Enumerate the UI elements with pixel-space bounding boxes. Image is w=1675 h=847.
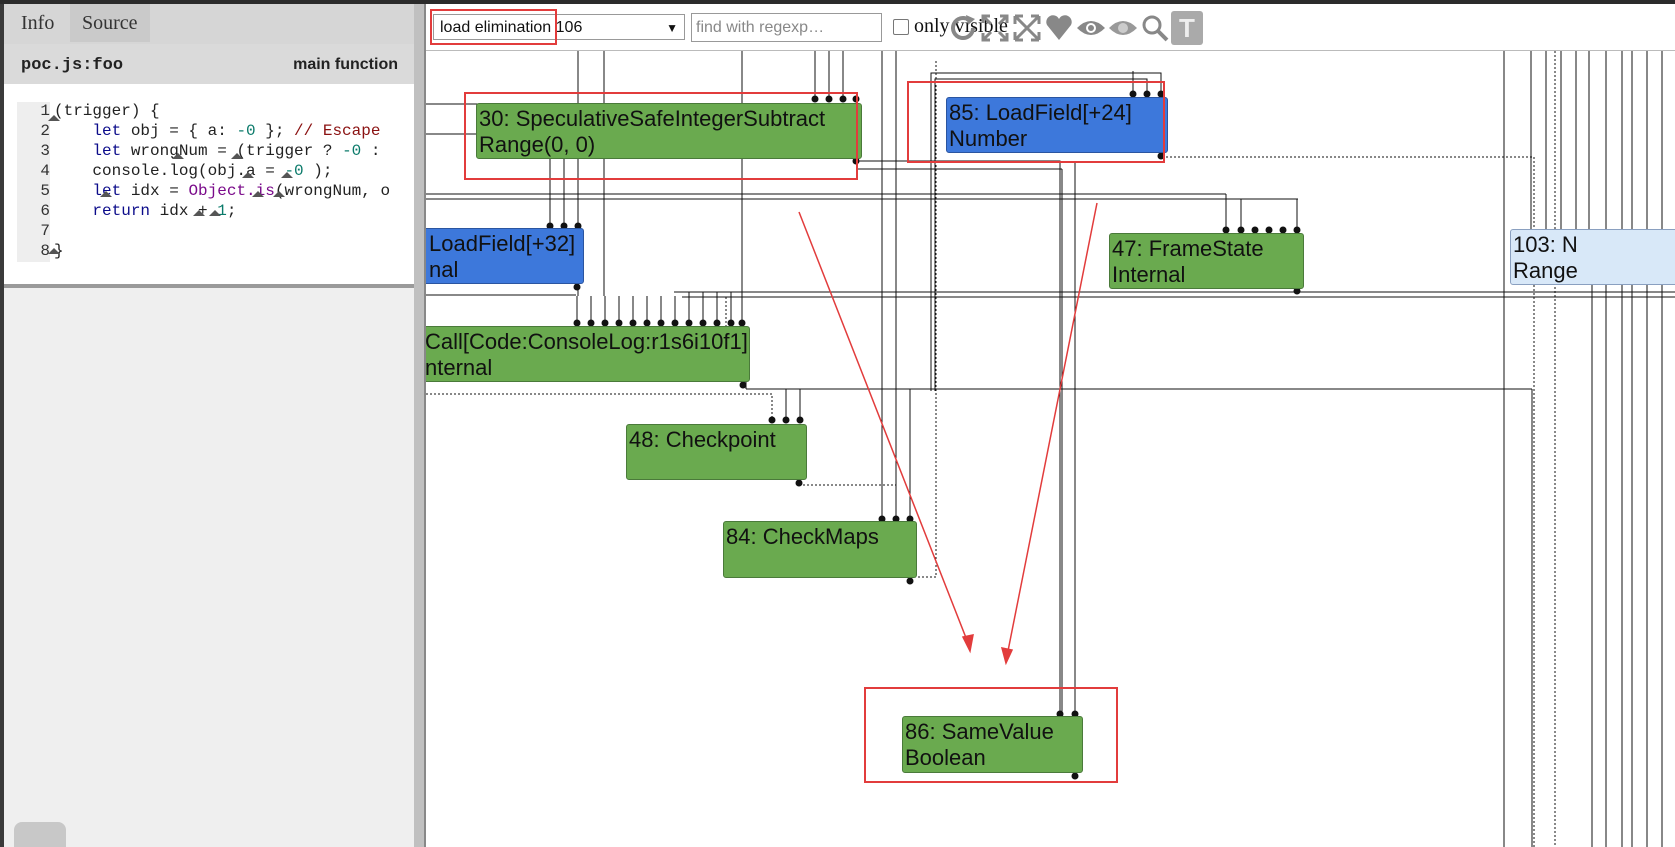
source-position-marker (172, 153, 184, 159)
node-title: 48: Checkpoint (629, 427, 776, 452)
node-call-console-log[interactable]: Call[Code:ConsoleLog:r1s6i10f1] nternal (426, 326, 750, 382)
source-line: 5 let idx = Object.is(wrongNum, o (4, 182, 414, 202)
line-number: 7 (40, 222, 50, 240)
line-number: 1 (40, 102, 50, 120)
annotation-highlight-node-30 (464, 92, 858, 180)
line-code: let idx = Object.is(wrongNum, o (92, 182, 391, 200)
function-name: main function (293, 56, 398, 73)
source-position-marker (48, 248, 60, 254)
node-type: Number (949, 126, 1028, 151)
tab-bar: Info Source (4, 4, 414, 44)
node-title: 30: SpeculativeSafeIntegerSubtract (479, 106, 826, 131)
source-position-marker (193, 210, 205, 216)
line-code: let obj = { a: -0 }; // Escape (92, 122, 381, 140)
source-line: 2 let obj = { a: -0 }; // Escape (4, 122, 414, 142)
node-type: nternal (426, 355, 493, 380)
source-line: 3 let wrongNum = (trigger ? -0 : (4, 142, 414, 162)
node-title: Call[Code:ConsoleLog:r1s6i10f1] (426, 329, 748, 354)
line-number-gutter (17, 102, 50, 262)
node-85-loadfield[interactable]: 85: LoadField[+24] Number (946, 97, 1168, 153)
only-visible-checkbox[interactable] (893, 19, 909, 35)
node-30-speculative-safe-integer-subtract[interactable]: 30: SpeculativeSafeIntegerSubtract Range… (476, 103, 862, 159)
line-number: 8 (40, 242, 50, 260)
source-line: 4 console.log(obj.a = -0 ); (4, 162, 414, 182)
node-84-checkmaps[interactable]: 84: CheckMaps (723, 521, 917, 578)
source-file-name: poc.js:foo (21, 56, 124, 75)
source-panel: Info Source poc.js:foo main function 1(t… (0, 4, 414, 847)
lower-panel (4, 288, 414, 847)
source-position-marker (231, 153, 243, 159)
toggle-types-icon[interactable]: T (1171, 11, 1203, 45)
phase-select-number: 106 (555, 19, 583, 36)
left-edge (0, 4, 4, 847)
line-code: return idx + 1; (92, 202, 237, 220)
chevron-down-icon: ▼ (666, 21, 678, 35)
source-position-marker (273, 191, 285, 197)
source-line: 1(trigger) { (4, 102, 414, 122)
panel-splitter-vertical[interactable] (414, 4, 426, 847)
search-input[interactable] (691, 13, 882, 42)
source-position-markers (48, 115, 293, 254)
arrow-head (961, 634, 974, 654)
node-title: 85: LoadField[+24] (949, 100, 1132, 125)
toggle-hide-dead-icon[interactable] (1011, 11, 1043, 45)
source-position-marker (281, 172, 293, 178)
collapse-panel-button[interactable] (14, 822, 66, 847)
node-103[interactable]: 103: N Range (1510, 229, 1675, 285)
hide-selected-icon[interactable] (1107, 11, 1139, 45)
node-type: nal (429, 257, 459, 282)
node-title: 84: CheckMaps (726, 524, 879, 549)
zoom-selection-icon[interactable] (1139, 11, 1171, 45)
node-type: Range(0, 0) (479, 132, 596, 157)
phase-select[interactable]: load elimination 106 ▼ (433, 14, 685, 40)
node-86-samevalue[interactable]: 86: SameValue Boolean (902, 716, 1083, 773)
annotation-highlight-node-85 (907, 81, 1165, 163)
line-number: 4 (40, 162, 50, 180)
source-line: 6 return idx + 1; (4, 202, 414, 222)
source-line: 7 (4, 222, 414, 242)
source-header: poc.js:foo main function (4, 44, 414, 84)
source-code-view: 1(trigger) {2 let obj = { a: -0 }; // Es… (4, 84, 414, 284)
show-selected-icon[interactable] (1075, 11, 1107, 45)
node-title: 47: FrameState (1112, 236, 1264, 261)
arrow-head (1000, 647, 1014, 666)
source-position-marker (242, 172, 254, 178)
relayout-icon[interactable] (947, 11, 979, 45)
line-number: 2 (40, 122, 50, 140)
line-code: let wrongNum = (trigger ? -0 : (92, 142, 381, 160)
line-number: 3 (40, 142, 50, 160)
tab-info[interactable]: Info (21, 12, 55, 34)
line-code: } (54, 242, 64, 260)
source-position-marker (100, 191, 112, 197)
annotation-highlight-phase (430, 9, 557, 45)
line-number: 5 (40, 182, 50, 200)
source-position-marker (209, 210, 221, 216)
source-line: 8} (4, 242, 414, 262)
panel-splitter-horizontal[interactable] (4, 284, 414, 288)
show-all-icon[interactable] (979, 11, 1011, 45)
node-47-framestate[interactable]: 47: FrameState Internal (1109, 233, 1304, 289)
line-number: 6 (40, 202, 50, 220)
node-type: Range (1513, 258, 1578, 283)
node-type: Internal (1112, 262, 1186, 287)
hide-unselected-icon[interactable] (1043, 11, 1075, 45)
phase-select-label: load elimination (440, 19, 552, 36)
node-loadfield-32[interactable]: LoadField[+32] nal (426, 228, 584, 284)
graph-edges (426, 51, 1675, 847)
line-code: console.log(obj.a = -0 ); (54, 162, 333, 180)
node-48-checkpoint[interactable]: 48: Checkpoint (626, 424, 807, 480)
graph-canvas[interactable]: 30: SpeculativeSafeIntegerSubtract Range… (426, 51, 1675, 847)
node-title: LoadField[+32] (429, 231, 576, 256)
node-title: 86: SameValue (905, 719, 1054, 744)
annotation-highlight-node-86 (864, 687, 1118, 783)
graph-toolbar: load elimination 106 ▼ only visible T (426, 4, 1675, 51)
line-code: (trigger) { (54, 102, 160, 120)
node-type: Boolean (905, 745, 986, 770)
source-position-marker (48, 115, 60, 121)
window-top-border (0, 0, 1675, 4)
node-title: 103: N (1513, 232, 1578, 257)
source-position-marker (252, 191, 264, 197)
tab-source[interactable]: Source (70, 4, 150, 42)
